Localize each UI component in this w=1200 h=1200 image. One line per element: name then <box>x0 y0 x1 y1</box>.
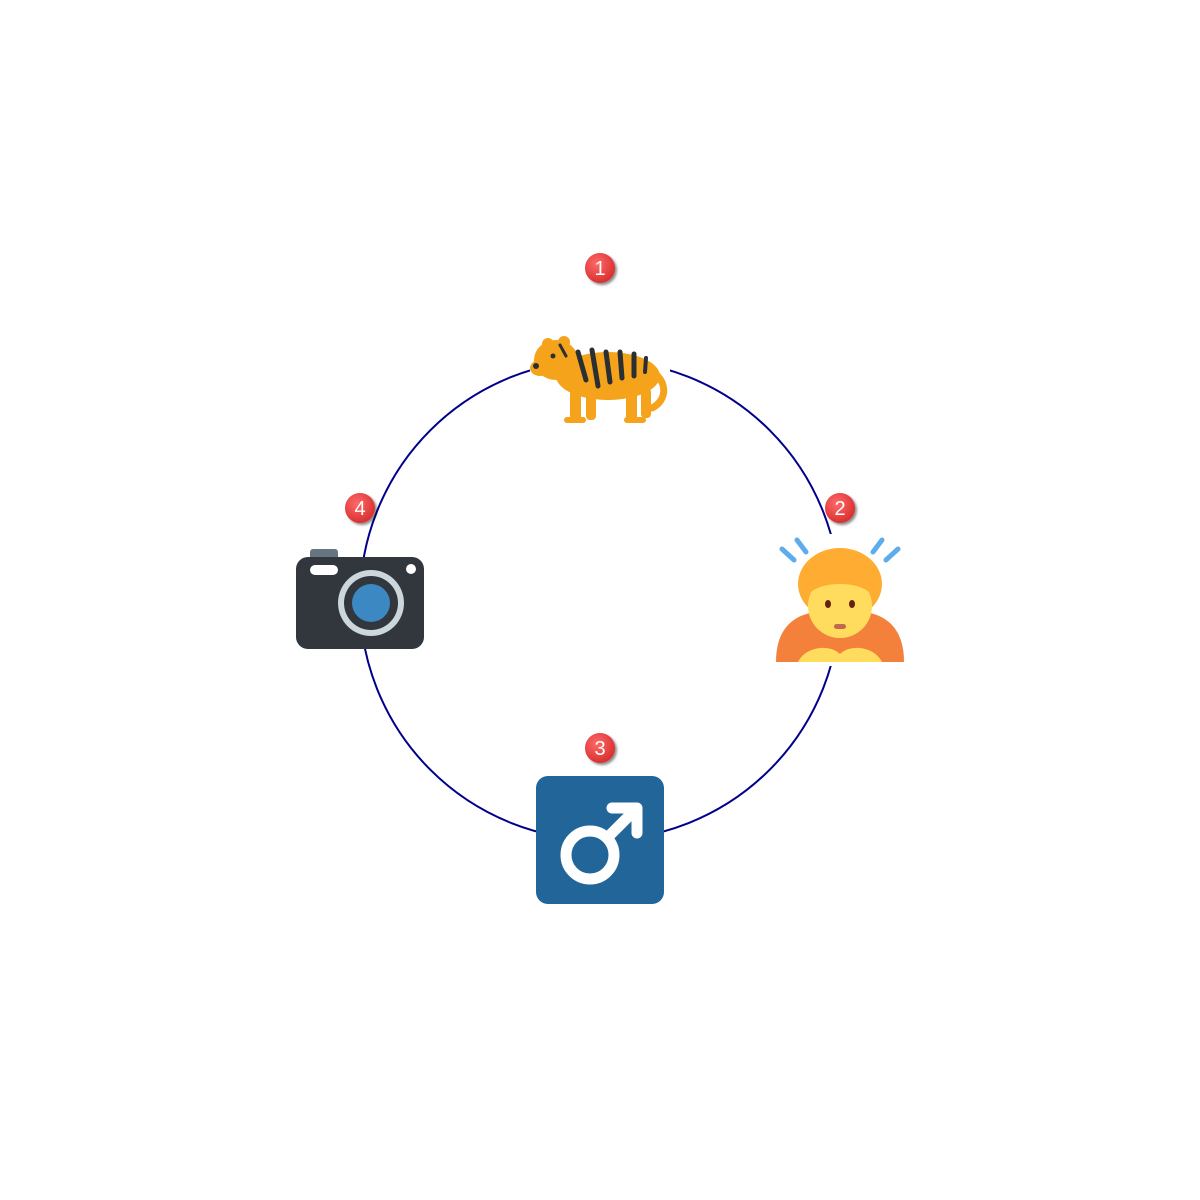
badge-number: 4 <box>354 498 365 520</box>
cycle-item-2: 2 <box>774 493 908 666</box>
number-badge: 3 <box>585 733 615 763</box>
cycle-item-3: 3 <box>536 733 664 904</box>
person-bowing-icon <box>776 537 904 662</box>
number-badge: 2 <box>825 493 855 523</box>
cycle-item-4: 4 <box>296 493 424 649</box>
badge-number: 1 <box>594 258 605 280</box>
number-badge: 1 <box>585 253 615 283</box>
badge-number: 3 <box>594 738 605 760</box>
cycle-item-1: 1 <box>530 253 670 428</box>
badge-number: 2 <box>834 498 845 520</box>
number-badge: 4 <box>345 493 375 523</box>
camera-icon <box>296 549 424 649</box>
tiger-icon <box>530 336 668 423</box>
male-sign-icon <box>536 776 664 904</box>
cycle-ring <box>359 359 841 841</box>
